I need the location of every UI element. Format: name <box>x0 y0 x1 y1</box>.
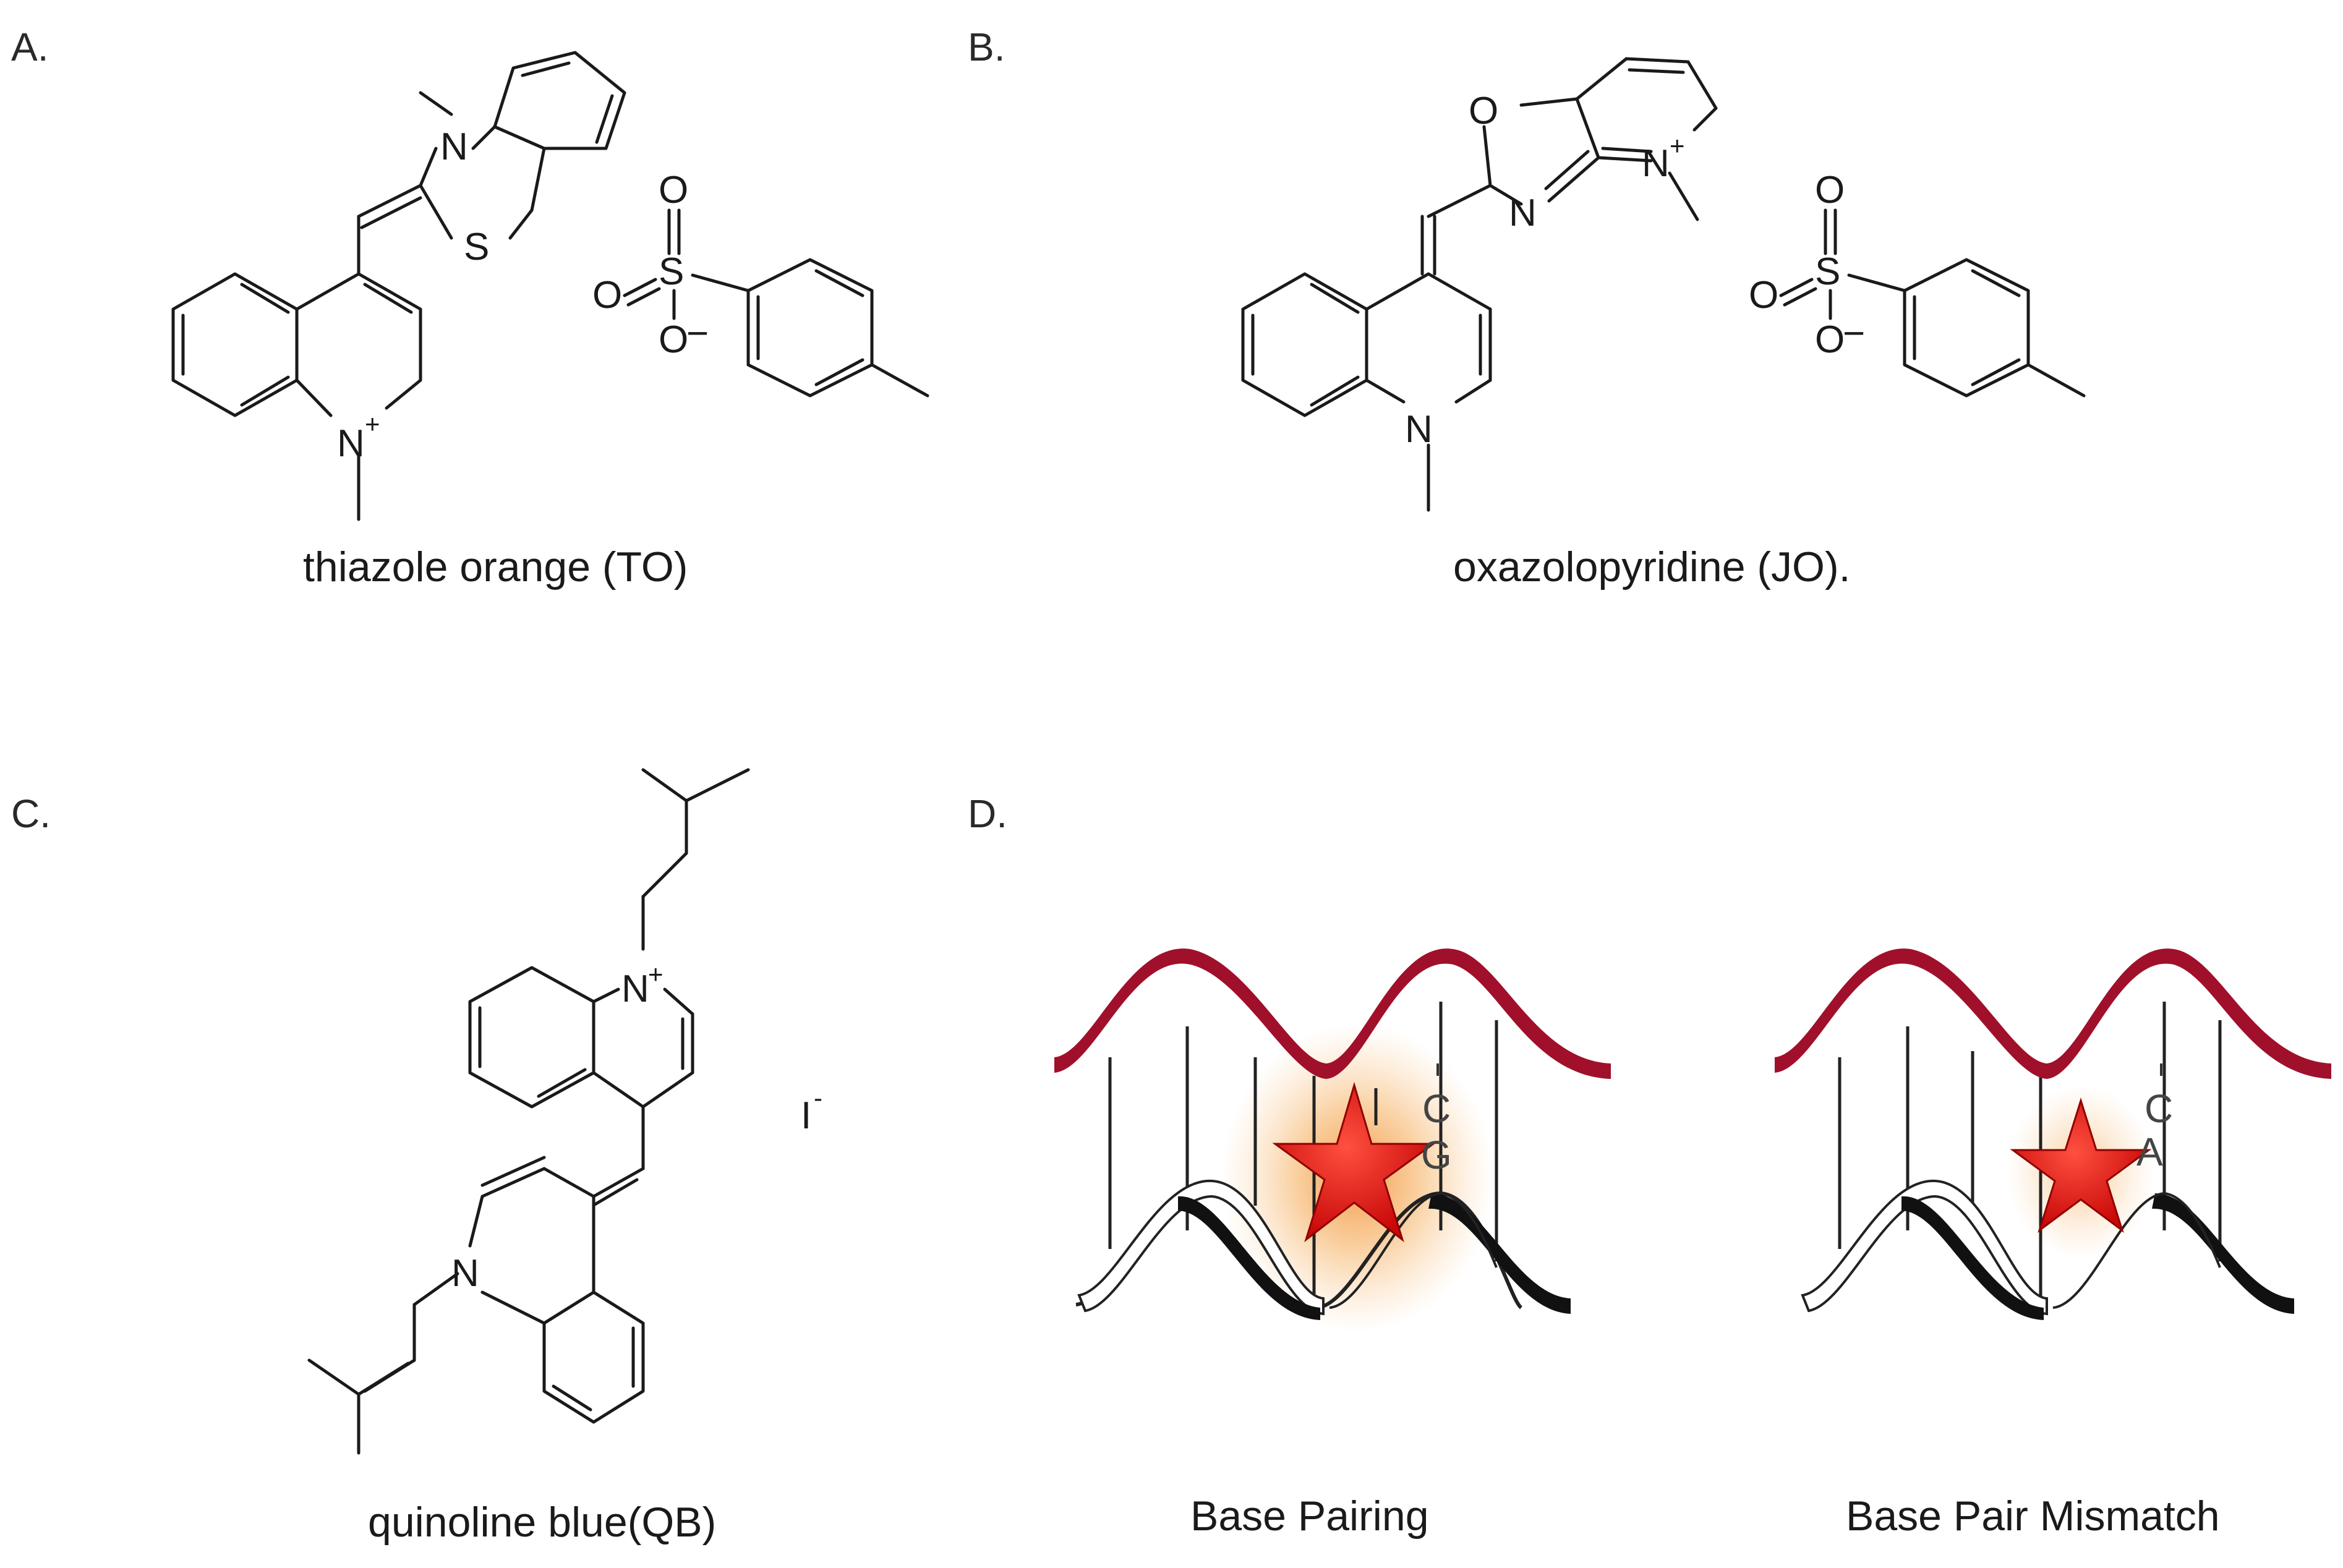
base-c-right: C <box>2145 1086 2173 1131</box>
dna-strand-top-mismatch <box>1775 948 2331 1079</box>
charge-minus-b: − <box>1843 312 1865 355</box>
atom-o-oxazole: O <box>1469 90 1498 132</box>
dna-base-pairing-illustration: C G <box>1054 948 1611 1332</box>
atom-o-top-a: O <box>659 169 688 211</box>
panel-label-a: A. <box>11 25 48 69</box>
atom-o-bottom-a: O <box>659 318 688 361</box>
atom-s-thiazole: S <box>464 226 489 268</box>
tosylate-anion-b: S O O O − <box>1749 169 2086 398</box>
atom-o-top-b: O <box>1815 169 1845 211</box>
atom-o-bottom-b: O <box>1815 318 1845 361</box>
dna-mismatch-illustration: C A <box>1775 948 2331 1320</box>
atom-s-sulfonate-b: S <box>1815 250 1840 293</box>
atom-n-oxazole: N <box>1509 192 1537 234</box>
atom-o-left-b: O <box>1749 274 1778 317</box>
charge-plus-b: + <box>1670 131 1685 160</box>
dna-strand-bottom <box>1077 1179 1325 1316</box>
dna-strand-bottom-mismatch-black <box>1901 1196 2044 1320</box>
intercalator-star-bright <box>1272 1081 1436 1243</box>
panel-label-b: B. <box>968 25 1005 69</box>
atom-n-quinoline-c: N <box>451 1252 479 1295</box>
charge-minus-a: − <box>686 312 709 355</box>
atom-n-thiazole: N <box>440 126 468 168</box>
base-c-left: C <box>1422 1086 1451 1131</box>
dna-strand-bottom-black-right <box>1428 1193 1571 1314</box>
atom-s-sulfonate-a: S <box>659 250 684 293</box>
atom-n-quinoline-b: N <box>1405 408 1433 451</box>
dna-strand-bottom-mismatch-black-right <box>2152 1193 2294 1314</box>
caption-base-pair-mismatch: Base Pair Mismatch <box>1846 1493 2220 1540</box>
tosylate-anion-a: S O O O − <box>592 169 929 398</box>
atom-n-pyridinium: N <box>1642 142 1670 185</box>
caption-thiazole-orange: thiazole orange (TO) <box>303 543 688 590</box>
thiazole-orange-structure: N S N + <box>171 51 626 521</box>
caption-oxazolopyridine: oxazolopyridine (JO). <box>1453 543 1850 590</box>
intercalator-star-dim <box>2010 1097 2152 1233</box>
panel-label-c: C. <box>11 791 51 836</box>
atom-o-left-a: O <box>592 274 622 317</box>
atom-n-quinolinium-c: N <box>621 968 649 1010</box>
quinoline-blue-structure: N + N <box>307 768 750 1455</box>
oxazolopyridine-structure: O N N + N <box>1241 57 1718 512</box>
base-a-right: A <box>2136 1130 2163 1174</box>
counter-ion-iodide: I <box>801 1094 811 1137</box>
counter-ion-charge: - <box>814 1083 822 1112</box>
atom-n-quinolinium: N <box>337 422 365 465</box>
dna-strand-bottom-mismatch-loop <box>2052 1191 2221 1309</box>
base-g-left: G <box>1421 1133 1452 1177</box>
charge-plus-c: + <box>648 960 664 989</box>
dna-strand-bottom-mismatch-white <box>1801 1179 2048 1316</box>
caption-quinoline-blue: quinoline blue(QB) <box>368 1499 716 1546</box>
caption-base-pairing: Base Pairing <box>1190 1493 1429 1540</box>
dna-strand-bottom-white <box>1329 1191 1498 1309</box>
dna-strand-bottom-black <box>1178 1196 1320 1320</box>
charge-plus-a: + <box>365 409 380 438</box>
panel-label-d: D. <box>968 791 1007 836</box>
